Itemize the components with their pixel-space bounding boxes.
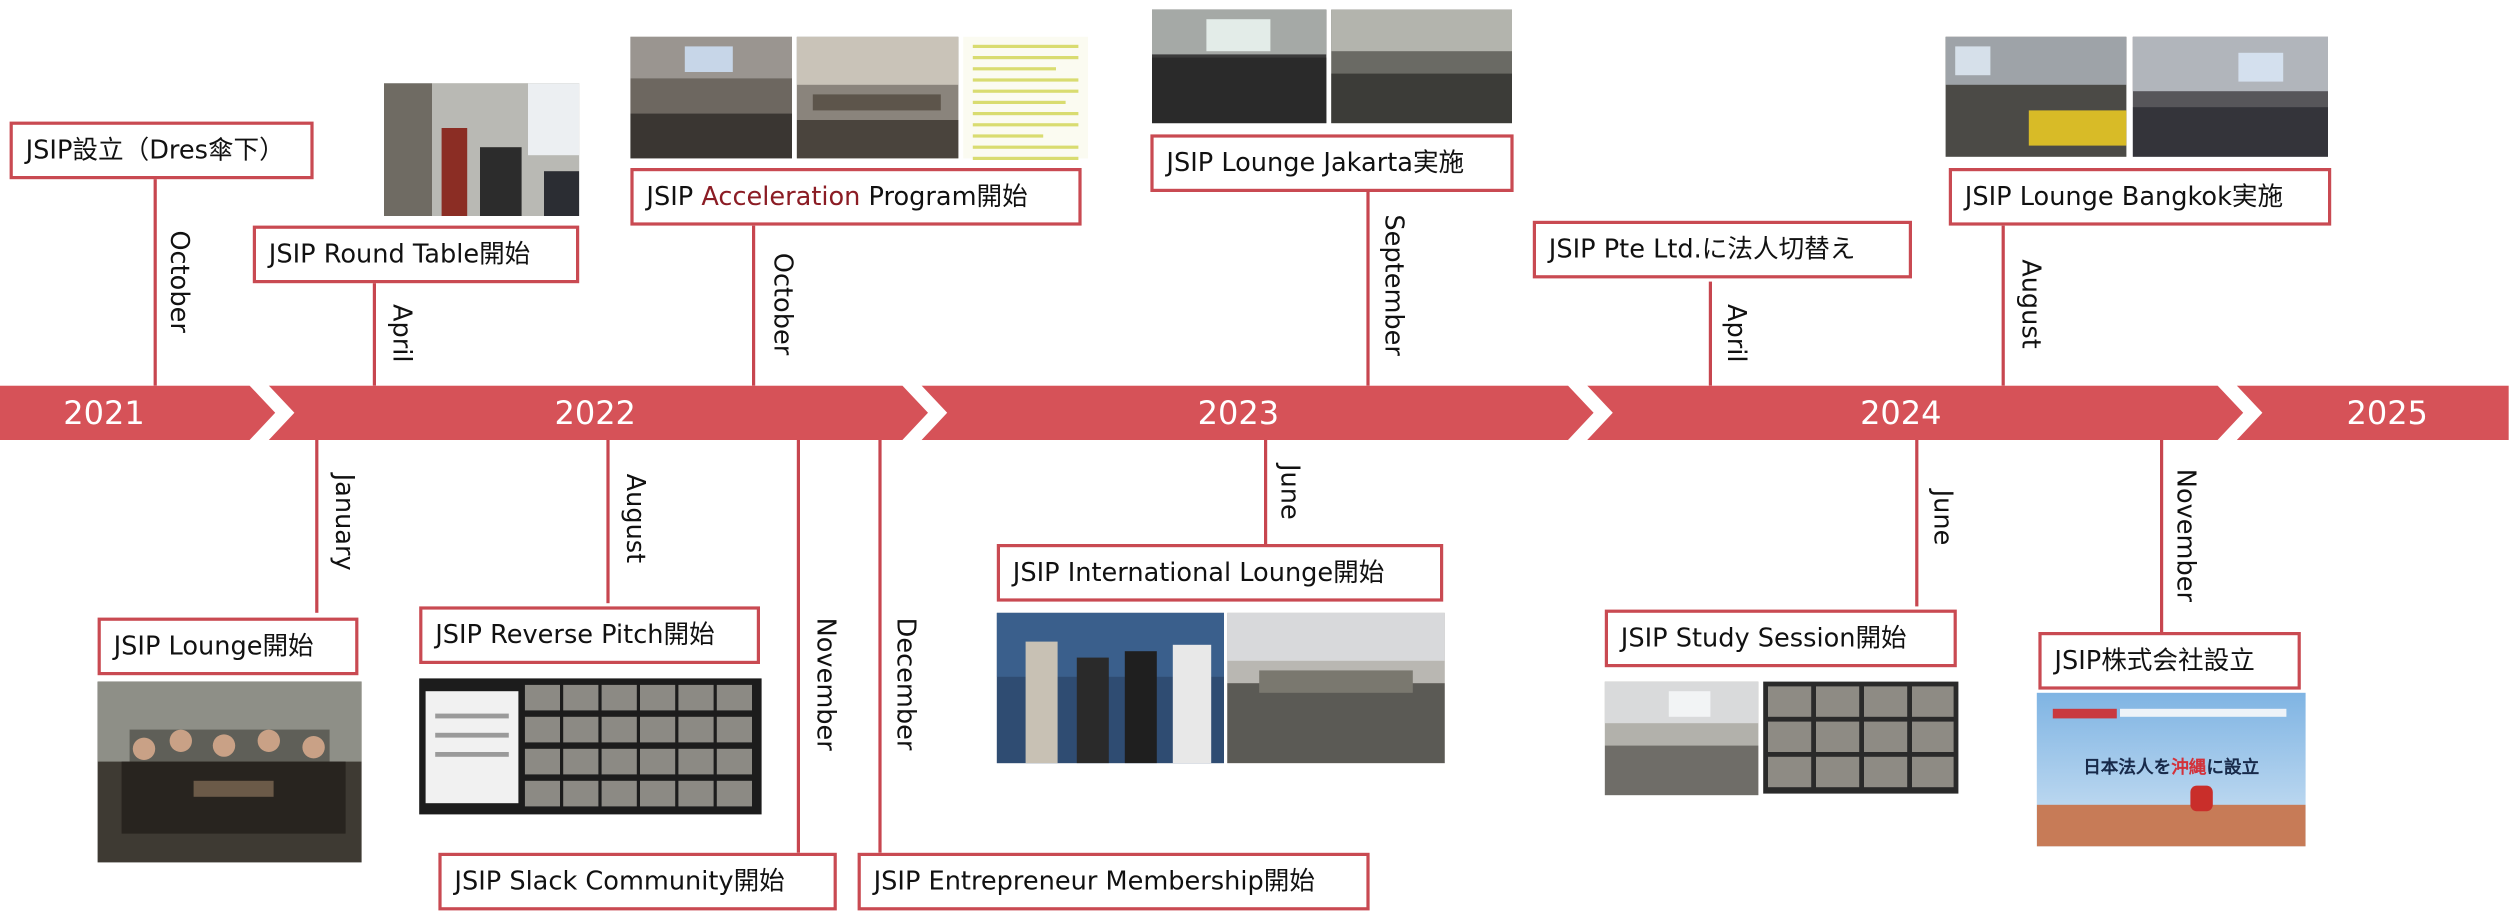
month-label: December (891, 617, 922, 751)
bangkok-photo-1 (1945, 36, 2127, 157)
connector-line (1708, 281, 1712, 386)
acceleration-photo-1 (630, 36, 792, 159)
year-segment-2022 (268, 385, 928, 440)
round-table-photo (384, 83, 580, 216)
year-label-2024: 2024 (1860, 393, 1942, 432)
year-label-2022: 2022 (554, 393, 636, 432)
event-label: JSIP Entrepreneur Membership開始 (857, 852, 1370, 911)
connector-line (1264, 440, 1268, 544)
study-session-online (1763, 681, 1959, 794)
event-label: JSIP International Lounge開始 (996, 544, 1444, 602)
event-label: JSIP Lounge開始 (97, 617, 359, 676)
year-segment-2023 (921, 385, 1594, 440)
study-session-photo (1604, 681, 1759, 796)
event-label-text: Program開始 (860, 180, 1028, 212)
month-label: January (329, 473, 360, 571)
year-segment-2024 (1587, 385, 2244, 440)
connector-line (1915, 440, 1919, 607)
event-label: JSIP Lounge Bangkok実施 (1948, 168, 2332, 226)
event-label: JSIP Round Table開始 (252, 225, 580, 284)
event-label-highlight: Acceleration (701, 180, 861, 212)
event-label: JSIP Study Session開始 (1604, 609, 1957, 668)
acceleration-photo-2 (796, 36, 959, 159)
event-label: JSIP設立（Dres傘下） (9, 121, 314, 180)
connector-line (153, 176, 157, 386)
month-label: November (2171, 468, 2202, 602)
month-label: August (620, 473, 652, 564)
connector-line (606, 440, 610, 604)
jakarta-photo-1 (1152, 9, 1327, 124)
banner-text: 日本法人を沖縄に設立 (2046, 754, 2296, 780)
video-grid (524, 684, 752, 807)
event-label: JSIP Pte Ltd.に法人切替え (1532, 220, 1912, 279)
connector-line (2001, 225, 2005, 386)
month-label: April (387, 304, 418, 363)
event-label: JSIP Lounge Jakarta実施 (1150, 134, 1514, 192)
event-label: JSIP Reverse Pitch開始 (419, 606, 760, 664)
connector-line (752, 225, 756, 386)
month-label: June (1275, 464, 1306, 520)
lounge-photo (97, 681, 362, 863)
banner-text-part: に設立 (2206, 756, 2260, 778)
year-segment-2025 (2236, 385, 2509, 440)
month-label: November (811, 617, 842, 751)
year-label-2021: 2021 (63, 393, 145, 432)
international-lounge-photo-2 (1227, 612, 1445, 764)
connector-line (1366, 188, 1370, 386)
month-label: September (1379, 214, 1410, 356)
connector-line (2160, 440, 2164, 632)
bangkok-photo-2 (2132, 36, 2328, 157)
event-label: JSIP Slack Community開始 (438, 852, 837, 911)
international-lounge-photo-1 (996, 612, 1224, 764)
jakarta-photo-2 (1331, 9, 1512, 124)
banner-text-part: 日本法人を (2083, 756, 2172, 778)
timeline-bar (0, 385, 2509, 440)
connector-line (796, 440, 800, 853)
month-label: June (1928, 489, 1959, 546)
year-label-2025: 2025 (2346, 393, 2428, 432)
year-label-2023: 2023 (1197, 393, 1280, 432)
month-label: April (1721, 304, 1752, 363)
event-label: JSIP Acceleration Program開始 (630, 168, 1082, 226)
connector-line (878, 440, 882, 853)
program-document (963, 36, 1088, 160)
year-segment-2021 (0, 385, 276, 440)
connector-line (315, 440, 319, 613)
event-label-text: JSIP (646, 180, 702, 212)
month-label: August (2016, 259, 2047, 349)
okinawa-banner: 日本法人を沖縄に設立 (2036, 692, 2306, 847)
banner-text-highlight: 沖縄 (2171, 756, 2207, 778)
video-grid (1768, 686, 1954, 788)
connector-line (372, 281, 376, 386)
reverse-pitch-screenshot (419, 678, 762, 815)
month-label: October (164, 230, 196, 333)
event-label: JSIP株式会社設立 (2038, 632, 2301, 690)
month-label: October (768, 252, 799, 356)
